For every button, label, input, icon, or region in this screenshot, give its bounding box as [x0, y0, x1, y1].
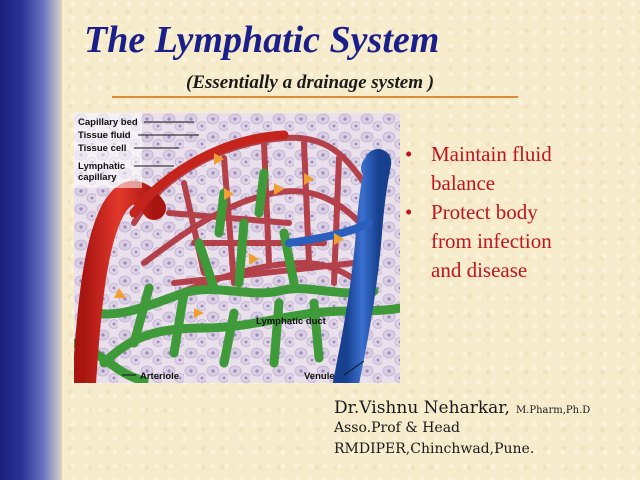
label-lymphatic-capillary-line1: Lymphatic: [78, 161, 125, 172]
label-tissue-cell: Tissue cell: [78, 143, 126, 154]
bullet-item: • Protect body from infection and diseas…: [405, 198, 630, 285]
bullet-line: balance: [431, 171, 496, 195]
author-name-line: Dr.Vishnu Neharkar, M.Pharm,Ph.D: [334, 398, 590, 418]
bullet-dot: •: [405, 200, 413, 224]
arteriole: [74, 130, 289, 383]
title-underline: [112, 96, 518, 98]
slide-subtitle: (Essentially a drainage system ): [186, 72, 435, 93]
lymphatic-diagram-svg: Capillary bed Tissue fluid Tissue cell L…: [74, 113, 400, 383]
bullet-item: • Maintain fluid balance: [405, 140, 630, 198]
bullet-list: • Maintain fluid balance • Protect body …: [405, 140, 630, 285]
bullet-line: Protect body: [431, 200, 538, 224]
fluid-arrows: [114, 153, 344, 318]
slide-title: The Lymphatic System: [84, 19, 440, 61]
label-lymphatic-duct: Lymphatic duct: [256, 316, 327, 327]
bullet-text: Protect body from infection and disease: [431, 198, 552, 285]
bullet-line: Maintain fluid: [431, 142, 552, 166]
left-accent-bar: [0, 0, 62, 480]
author-name: Dr.Vishnu Neharkar,: [334, 398, 510, 418]
author-qualifications: M.Pharm,Ph.D: [515, 405, 591, 416]
bullet-dot: •: [405, 142, 413, 166]
bullet-line: and disease: [431, 258, 528, 282]
author-institution: RMDIPER,Chinchwad,Pune.: [334, 441, 535, 457]
bullet-text: Maintain fluid balance: [431, 140, 552, 198]
author-position: Asso.Prof & Head: [334, 420, 460, 436]
label-lymphatic-capillary-line2: capillary: [78, 172, 117, 183]
label-arteriole: Arteriole: [140, 371, 179, 382]
label-venule: Venule: [304, 371, 335, 382]
bullet-line: from infection: [431, 229, 552, 253]
label-tissue-fluid: Tissue fluid: [78, 130, 131, 141]
label-capillary-bed: Capillary bed: [78, 117, 138, 128]
lymphatic-diagram: Capillary bed Tissue fluid Tissue cell L…: [74, 113, 400, 383]
author-block: Dr.Vishnu Neharkar, M.Pharm,Ph.D Asso.Pro…: [334, 398, 590, 460]
